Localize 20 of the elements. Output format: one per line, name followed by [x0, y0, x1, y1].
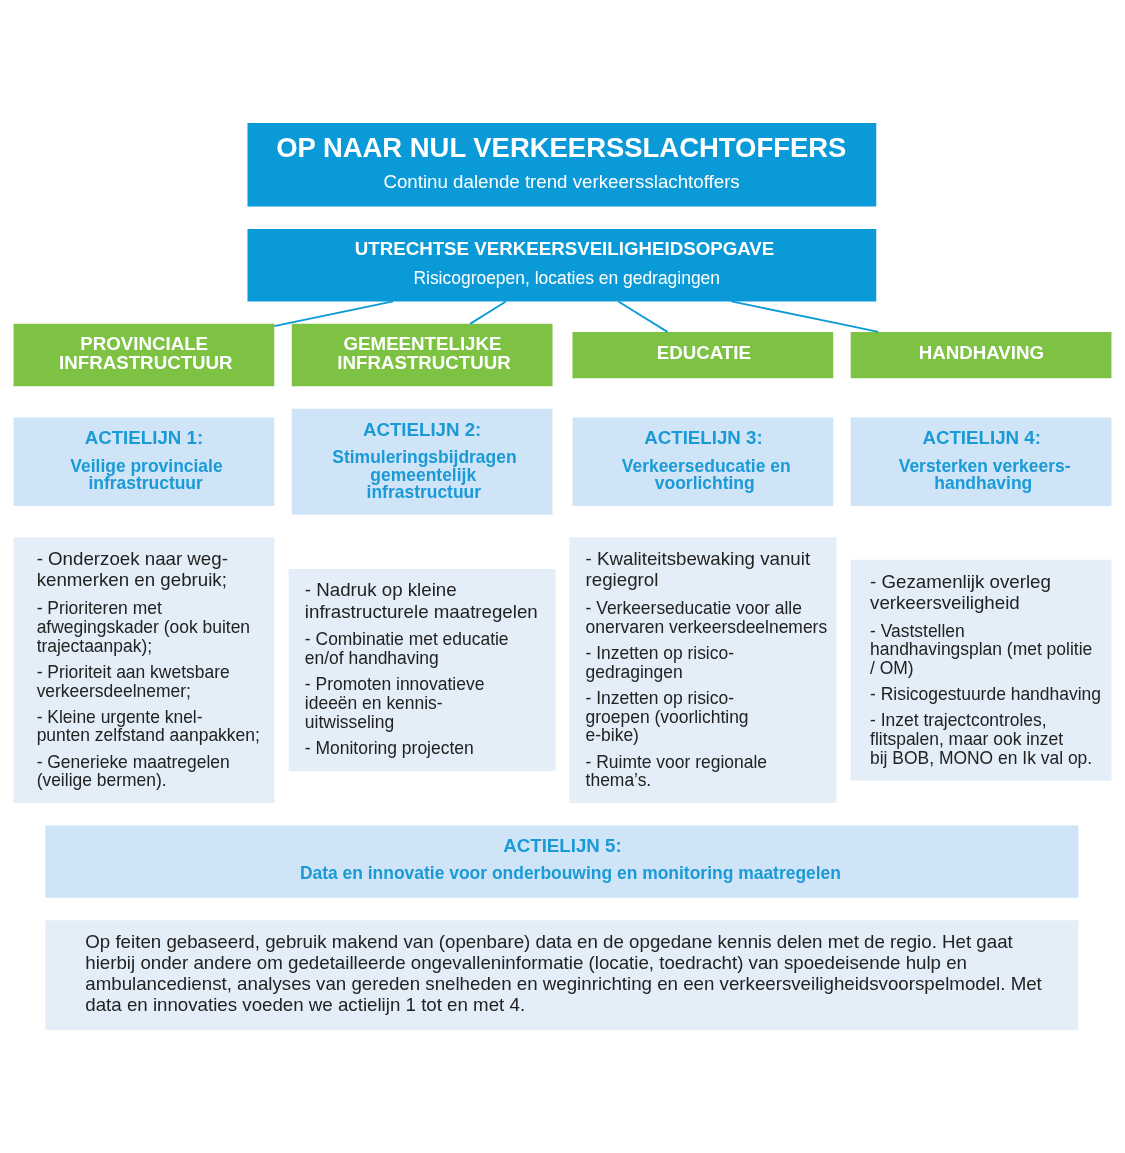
- node-box: ACTIELIJN 3: Verkeerseducatie en voorlichting: [572, 417, 834, 506]
- node-box: GEMEENTELIJKE INFRASTRUCTUUR: [291, 323, 553, 387]
- node-box: ACTIELIJN 4: Versterken verkeers- handhaving: [850, 417, 1112, 506]
- node-box: - Nadruk op kleine infrastructurele maatregelen - Combinatie met educatie en/of handhaving - Promoten innovatieve ideeën en kennis- uitwisseling - Monitoring projecten: [288, 569, 556, 772]
- connector: [617, 300, 669, 333]
- connector: [273, 300, 395, 328]
- node-box: PROVINCIALE INFRASTRUCTUUR: [13, 323, 275, 387]
- node-box: ACTIELIJN 2: Stimuleringsbijdragen gemeentelijk infrastructuur: [291, 408, 553, 515]
- node-box: Op feiten gebaseerd, gebruik makend van (openbare) data en de opgedane kennis delen met de regio. Het gaat hierbij onder andere om gedetailleerde ongevalleninformatie (locatie, toedracht) van spoedeisende hulp en ambulancedienst, analyses van gereden snelheden en weginrichting en een verkeersveiligheidsvoorspelmodel. Met data en innovaties voeden we actielijn 1 tot en met 4.: [45, 920, 1079, 1030]
- connector: [730, 300, 880, 333]
- node-box: - Gezamenlijk overleg verkeersveiligheid - Vaststellen handhavingsplan (met politie / OM) - Risicogestuurde handhaving - Inzet trajectcontroles, flitspalen, maar ook inzet bij BOB, MONO en Ik val op.: [850, 559, 1112, 781]
- node-box: OP NAAR NUL VERKEERSSLACHTOFFERS Continu dalende trend verkeersslachtoffers: [247, 123, 877, 207]
- node-box: ACTIELIJN 1: Veilige provinciale infrastructuur: [13, 417, 275, 506]
- connector: [469, 300, 507, 325]
- node-box: HANDHAVING: [850, 331, 1112, 379]
- node-box: - Onderzoek naar weg- kenmerken en gebruik; - Prioriteren met afwegingskader (ook buiten trajectaanpak); - Prioriteit aan kwetsbare verkeersdeelnemer; - Kleine urgente knel- punten zelfstand aanpakken; - Generieke maatregelen (veilige bermen).: [13, 537, 275, 803]
- node-box: - Kwaliteitsbewaking vanuit regiegrol - Verkeerseducatie voor alle onervaren verkeersdeelnemers - Inzetten op risico- gedragingen - Inzetten op risico- groepen (voorlichting e-bike) - Ruimte voor regionale thema’s.: [569, 537, 837, 803]
- node-box: ACTIELIJN 5: Data en innovatie voor onderbouwing en monitoring maatregelen: [45, 825, 1079, 898]
- node-box: UTRECHTSE VERKEERSVEILIGHEIDSOPGAVE Risicogroepen, locaties en gedragingen: [247, 229, 877, 302]
- node-box: EDUCATIE: [572, 331, 834, 379]
